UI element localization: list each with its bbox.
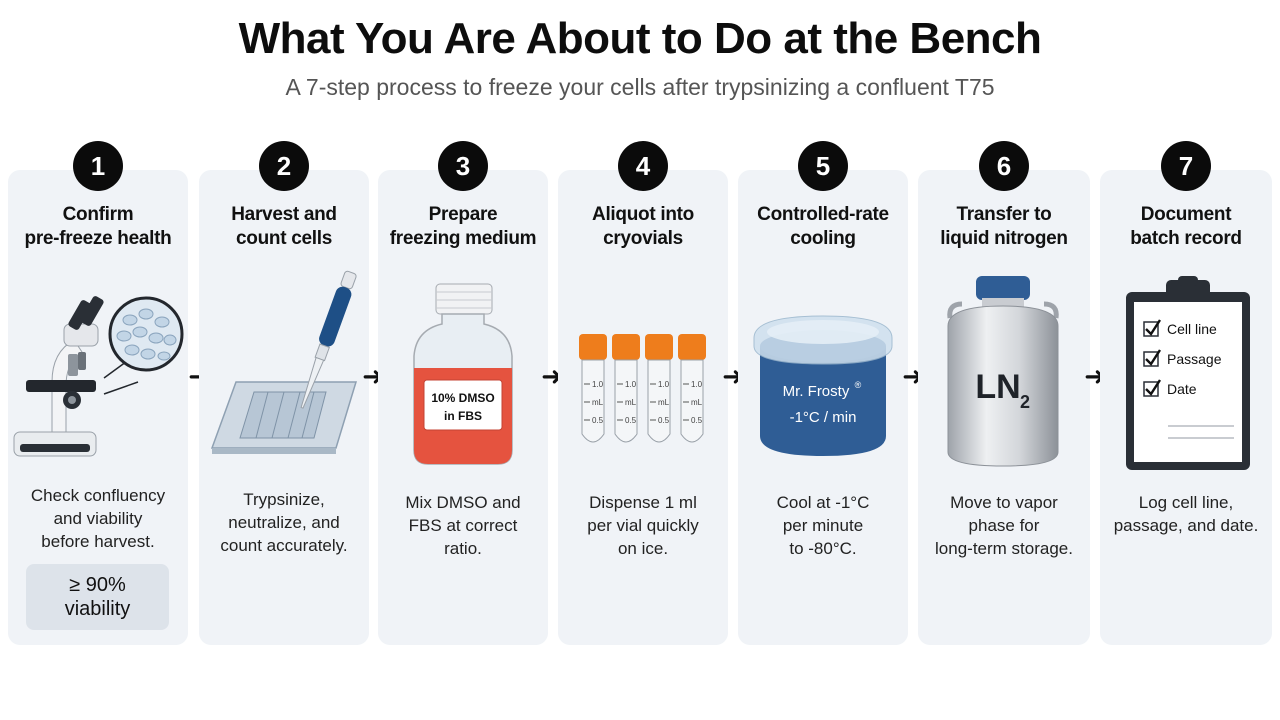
page-title: What You Are About to Do at the Bench bbox=[238, 14, 1042, 63]
step-number-badge: 2 bbox=[259, 141, 309, 191]
liquid-nitrogen-tank-illustration: LN 2 bbox=[947, 276, 1059, 467]
tank-label-subscript: 2 bbox=[1020, 392, 1030, 412]
arrow-icon: ➜ bbox=[541, 361, 563, 391]
vial-tube bbox=[614, 359, 638, 443]
registered-mark: ® bbox=[855, 380, 862, 390]
vial-graduation-label: 0.5 bbox=[658, 416, 670, 425]
vial-graduation-label: 1.0 bbox=[625, 380, 637, 389]
vial-tube bbox=[680, 359, 704, 443]
vial-graduation-label: mL bbox=[658, 398, 670, 407]
cryovial: 1.0 mL 0.5 bbox=[645, 334, 673, 443]
vial-graduation-label: 0.5 bbox=[592, 416, 604, 425]
cryovial: 1.0 mL 0.5 bbox=[678, 334, 706, 443]
vial-graduation-label: 1.0 bbox=[658, 380, 670, 389]
mr-frosty-container-illustration: Mr. Frosty ® -1°C / min bbox=[753, 315, 893, 456]
step-number-badge: 7 bbox=[1161, 141, 1211, 191]
checkbox-icon bbox=[1143, 381, 1159, 397]
bottle-label-line2: in FBS bbox=[444, 409, 482, 423]
vial-cap bbox=[579, 334, 607, 360]
step-number-badge: 6 bbox=[979, 141, 1029, 191]
device-name: Mr. Frosty bbox=[783, 383, 850, 400]
cryovial: 1.0 mL 0.5 bbox=[612, 334, 640, 443]
media-bottle-illustration: 10% DMSO in FBS bbox=[413, 283, 513, 465]
step-description: Log cell line,passage, and date. bbox=[1113, 493, 1259, 535]
tank-label: LN bbox=[975, 368, 1020, 406]
checkmark-icon bbox=[1145, 379, 1162, 396]
cooling-rate-label: -1°C / min bbox=[790, 409, 857, 426]
checkbox-icon bbox=[1143, 321, 1159, 337]
cryovial: 1.0 mL 0.5 bbox=[579, 334, 607, 443]
pipette-and-hemocytometer-illustration bbox=[210, 270, 358, 454]
vial-graduation-label: 0.5 bbox=[625, 416, 637, 425]
vial-cap bbox=[678, 334, 706, 360]
bottle-label-line1: 10% DMSO bbox=[431, 391, 494, 405]
vial-graduation-label: mL bbox=[592, 398, 604, 407]
microscope-illustration bbox=[13, 296, 184, 457]
step-number-badge: 1 bbox=[73, 141, 123, 191]
checklist-item-label: Passage bbox=[1167, 351, 1222, 367]
page-subtitle: A 7-step process to freeze your cells af… bbox=[285, 74, 995, 100]
checklist-item-label: Date bbox=[1167, 381, 1197, 397]
vial-graduation-label: 0.5 bbox=[691, 416, 703, 425]
vial-cap bbox=[612, 334, 640, 360]
cryovials-illustration: 1.0 mL 0.5 1.0 mL 0.5 1.0 mL 0.5 1.0 mL 0.5 bbox=[579, 334, 706, 443]
checklist-item: Passage bbox=[1143, 349, 1222, 367]
viability-callout: ≥ 90%viability bbox=[26, 564, 169, 630]
checklist-item: Cell line bbox=[1143, 319, 1217, 337]
step-number-badge: 4 bbox=[618, 141, 668, 191]
vial-graduation-label: mL bbox=[691, 398, 703, 407]
checkmark-icon bbox=[1145, 319, 1162, 336]
step-number-badge: 3 bbox=[438, 141, 488, 191]
vial-tube bbox=[647, 359, 671, 443]
checkbox-icon bbox=[1143, 351, 1159, 367]
vial-tube bbox=[581, 359, 605, 443]
vial-graduation-label: 1.0 bbox=[691, 380, 703, 389]
vial-graduation-label: mL bbox=[625, 398, 637, 407]
step-number-badge: 5 bbox=[798, 141, 848, 191]
checkmark-icon bbox=[1145, 349, 1162, 366]
vial-cap bbox=[645, 334, 673, 360]
vial-graduation-label: 1.0 bbox=[592, 380, 604, 389]
checklist-item: Date bbox=[1143, 379, 1197, 397]
checklist-item-label: Cell line bbox=[1167, 321, 1217, 337]
